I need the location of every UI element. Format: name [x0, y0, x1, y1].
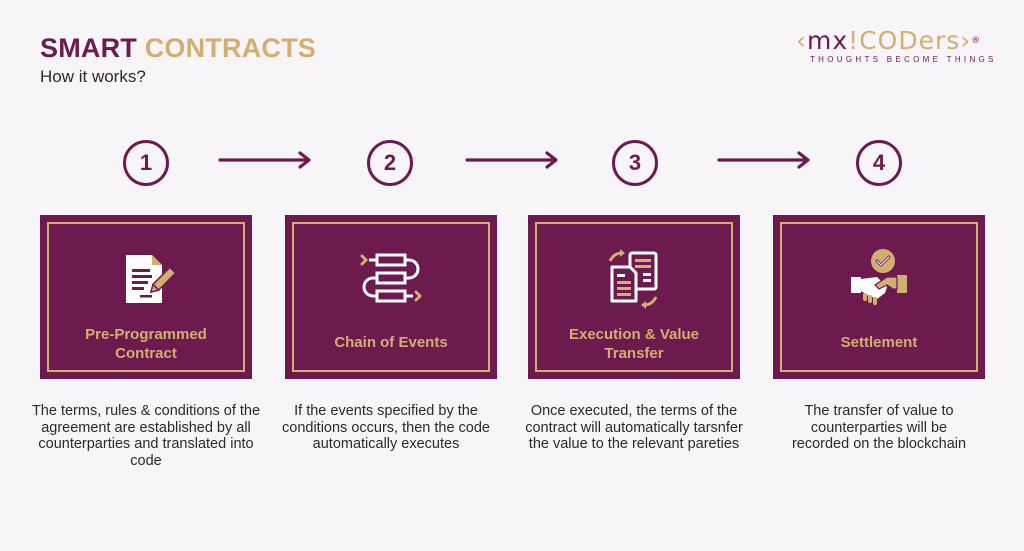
label-line: Contract [115, 345, 177, 362]
logo-mark: ‹mx!CODers›® [796, 28, 996, 54]
card-border [47, 222, 245, 372]
label-line: Chain of Events [334, 334, 448, 351]
arrow-right-icon [218, 151, 311, 169]
step-2-label: Chain of Events [285, 333, 497, 352]
card-border [292, 222, 490, 372]
label-line: Transfer [604, 345, 664, 362]
step-1-number: 1 [123, 140, 169, 186]
step-4-card: Settlement [773, 215, 985, 379]
logo-mx: mx [807, 26, 849, 55]
logo-left-bracket: ‹ [796, 26, 807, 55]
step-2-description: If the events specified by the condition… [282, 403, 490, 452]
step-3-description: Once executed, the terms of the contract… [525, 403, 743, 452]
card-border [780, 222, 978, 372]
label-line: Pre-Programmed [85, 326, 207, 343]
step-4-label: Settlement [773, 333, 985, 352]
step-1-label: Pre-Programmed Contract [40, 325, 252, 363]
arrow-right-icon [717, 151, 810, 169]
logo-i: ! [848, 26, 860, 55]
logo-coders: CODers [859, 26, 961, 55]
card-border [535, 222, 733, 372]
step-3-number: 3 [612, 140, 658, 186]
step-3-card: Execution & Value Transfer [528, 215, 740, 379]
step-1-card: Pre-Programmed Contract [40, 215, 252, 379]
step-4-number: 4 [856, 140, 902, 186]
label-line: Settlement [840, 334, 918, 351]
label-line: Execution & Value [568, 326, 700, 343]
step-1-description: The terms, rules & conditions of the agr… [31, 403, 261, 469]
logo-tagline: THOUGHTS BECOME THINGS [810, 55, 997, 64]
contract-edit-icon [126, 255, 176, 303]
page-title: SMART CONTRACTS [40, 33, 316, 64]
handshake-check-icon [851, 249, 907, 305]
logo-registered: ® [971, 36, 982, 46]
logo: ‹mx!CODers›® THOUGHTS BECOME THINGS [796, 28, 997, 65]
chain-of-events-icon [360, 253, 423, 303]
document-transfer-icon [608, 249, 658, 309]
step-3-label: Execution & Value Transfer [528, 325, 740, 363]
arrow-right-icon [465, 151, 558, 169]
page-subtitle: How it works? [40, 67, 146, 86]
step-2-number: 2 [367, 140, 413, 186]
title-smart: SMART [40, 33, 137, 63]
logo-right-bracket: › [960, 26, 972, 55]
step-4-description: The transfer of value to counterparties … [791, 403, 967, 452]
step-2-card: Chain of Events [285, 215, 497, 379]
title-contracts: CONTRACTS [144, 33, 316, 63]
